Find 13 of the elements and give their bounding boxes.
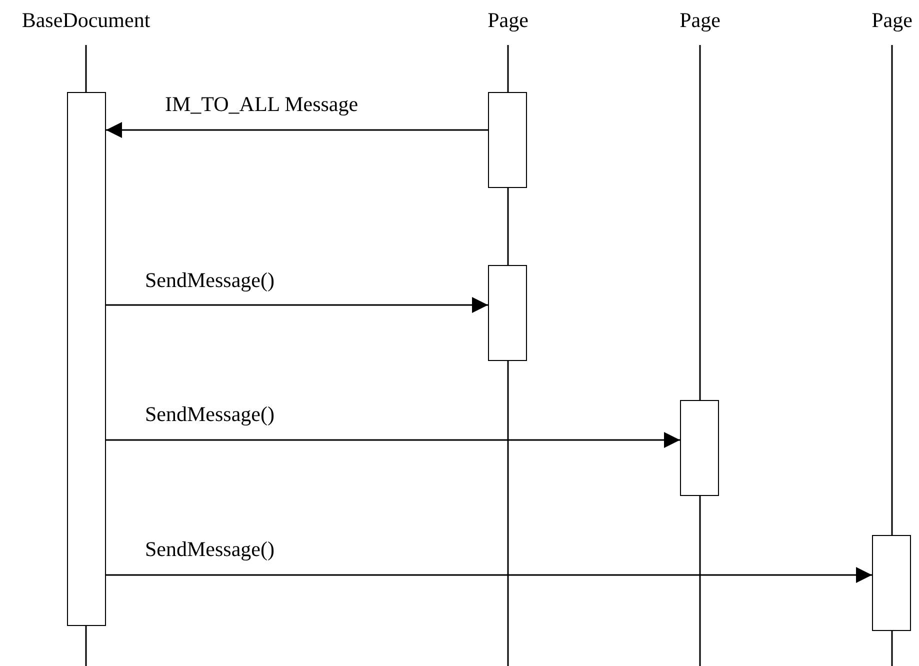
message-label: IM_TO_ALL Message bbox=[165, 92, 358, 116]
message-label: SendMessage() bbox=[145, 402, 274, 426]
message-arrow bbox=[106, 432, 680, 448]
activation-bar bbox=[872, 535, 911, 631]
activation-bar bbox=[488, 92, 527, 188]
activation-bar bbox=[680, 400, 719, 496]
message-label: SendMessage() bbox=[145, 268, 274, 292]
message-arrow bbox=[106, 297, 488, 313]
message-arrow bbox=[106, 567, 872, 583]
message-label: SendMessage() bbox=[145, 537, 274, 561]
activation-bar bbox=[488, 265, 527, 361]
activation-bar bbox=[67, 92, 106, 626]
message-arrow bbox=[106, 122, 488, 138]
